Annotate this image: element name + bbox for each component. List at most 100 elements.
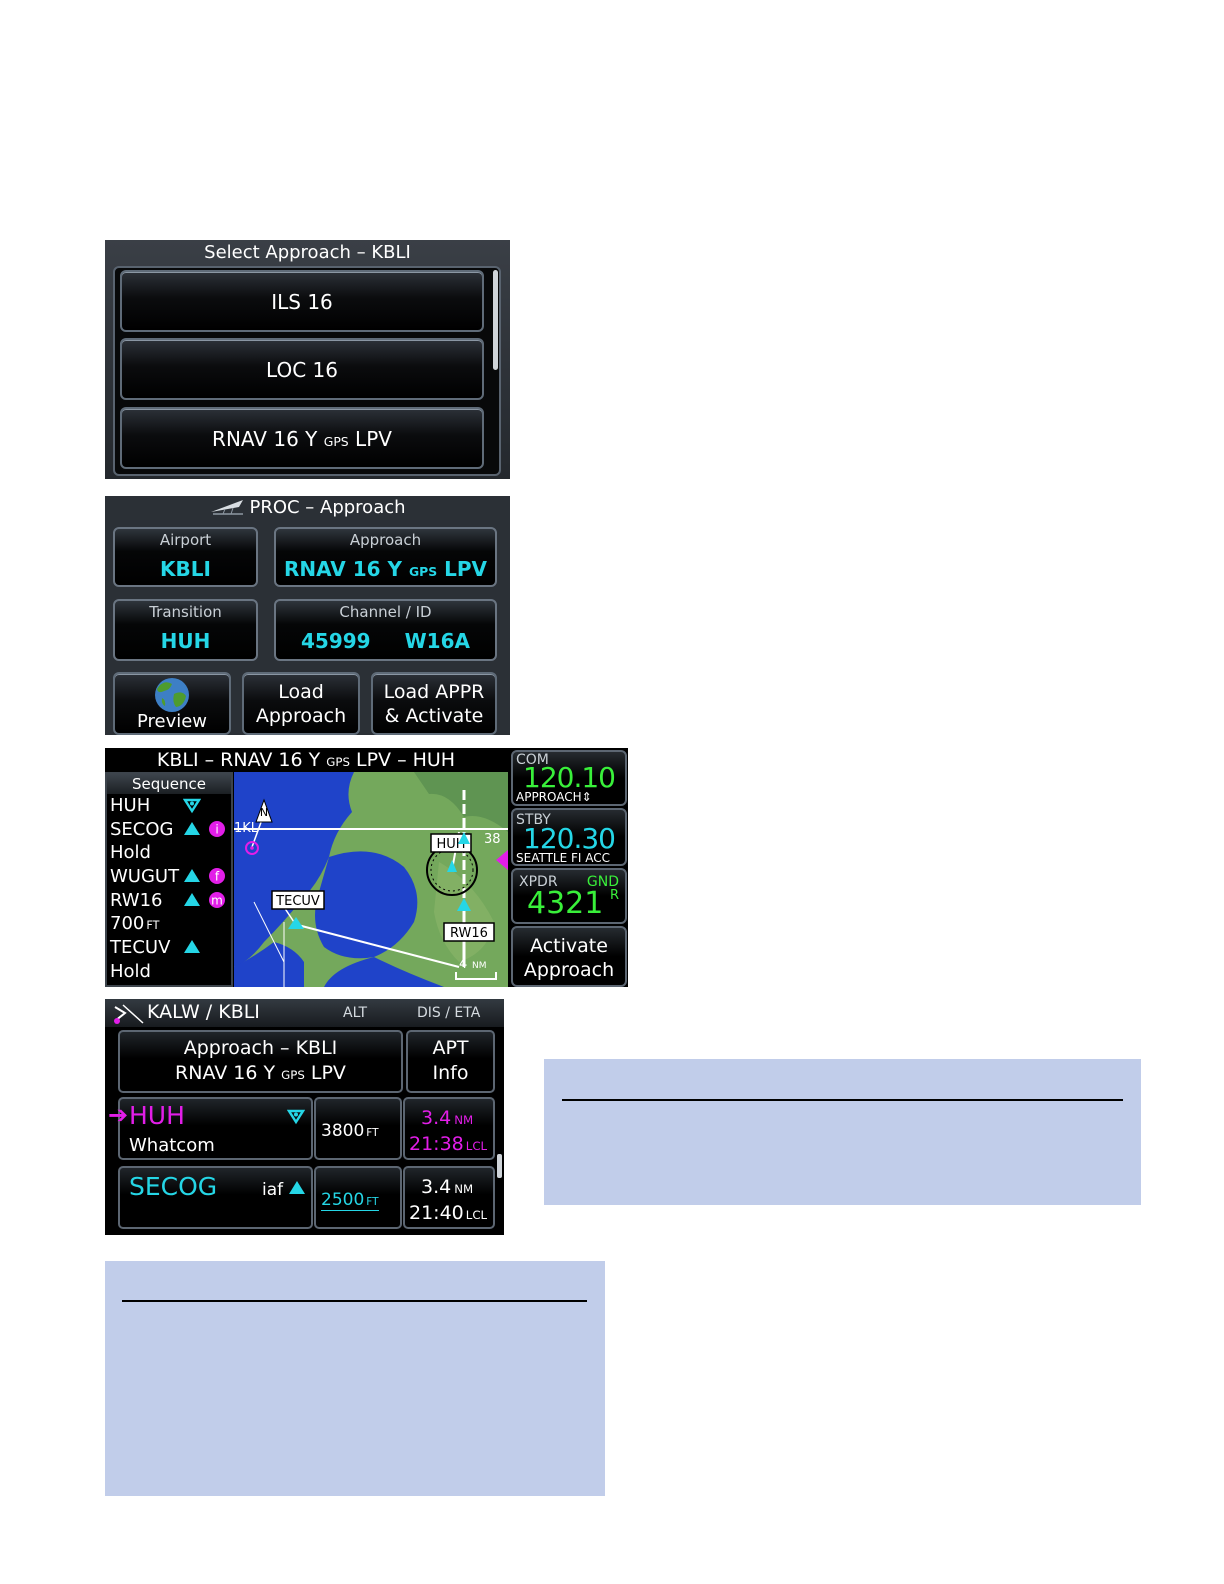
select-approach-title: Select Approach – KBLI: [204, 242, 411, 263]
map-rw16-label: RW16: [450, 926, 488, 941]
approach-label: Approach: [349, 531, 422, 549]
approach-value-main: RNAV 16 Y: [284, 557, 409, 581]
approach-summary-gps: GPS: [281, 1068, 305, 1082]
altitude-number: 2500: [321, 1190, 365, 1210]
eta-number: 21:40: [409, 1202, 464, 1224]
preview-button[interactable]: Preview: [113, 672, 231, 735]
load-activate-button[interactable]: Load APPR & Activate: [371, 672, 497, 735]
activate-line2: Approach: [523, 959, 615, 981]
activate-line1: Activate: [530, 935, 608, 957]
sequence-item-name: Hold: [110, 842, 151, 864]
flyover-waypoint-icon: [287, 1109, 305, 1125]
approach-summary-button[interactable]: Approach – KBLI RNAV 16 Y GPS LPV: [118, 1030, 403, 1093]
transition-label: Transition: [149, 603, 222, 621]
waypoint-row-huh[interactable]: ➔ HUH Whatcom: [108, 1097, 313, 1160]
approach-summary-line1: Approach – KBLI: [183, 1037, 338, 1059]
channel-number: 45999: [301, 629, 371, 653]
flight-plan-icon: [114, 1004, 144, 1024]
preview-header: KBLI – RNAV 16 Y GPS LPV – HUH: [105, 748, 507, 772]
eta-unit: LCL: [465, 1139, 488, 1153]
channel-label: Channel / ID: [339, 603, 432, 621]
distance-number: 3.4: [421, 1176, 452, 1198]
airport-field[interactable]: Airport KBLI: [113, 527, 258, 587]
sequence-tag-text: f: [215, 870, 220, 884]
scrollbar[interactable]: [493, 270, 498, 370]
map-scale-unit: NM: [472, 961, 487, 971]
map-tecuv-label: TECUV: [275, 894, 320, 909]
eta-unit: LCL: [465, 1208, 488, 1222]
com-label: COM: [516, 752, 549, 768]
load-activate-line2: & Activate: [384, 705, 484, 727]
approach-item-label: RNAV 16 Y: [212, 427, 324, 451]
transition-field[interactable]: Transition HUH: [113, 599, 258, 661]
approach-item-ils16[interactable]: ILS 16: [120, 270, 484, 332]
altitude-unit: FT: [366, 1196, 379, 1208]
load-approach-line1: Load: [278, 681, 324, 703]
approach-value-gps: GPS: [408, 564, 438, 579]
sequence-item[interactable]: RW16 m: [107, 889, 231, 913]
approach-value: RNAV 16 Y GPS LPV: [276, 557, 495, 581]
sequence-item[interactable]: Hold: [107, 841, 231, 865]
sequence-item[interactable]: SECOG i: [107, 818, 231, 842]
iaf-tag-icon: i: [209, 820, 225, 837]
com-active-button[interactable]: COM 120.10 APPROACH⇕: [511, 750, 627, 806]
flight-plan-route: KALW / KBLI: [147, 1001, 260, 1023]
load-approach-button[interactable]: Load Approach: [242, 672, 360, 735]
xpdr-mode: GND: [586, 874, 619, 890]
sequence-title: Sequence: [107, 774, 231, 794]
map-38-label: 38: [484, 832, 501, 847]
map-scale-value: 4: [459, 957, 467, 972]
approach-item-loc16[interactable]: LOC 16: [120, 338, 484, 400]
sequence-item-name: SECOG: [110, 818, 174, 840]
com-station-name: APPROACH⇕: [516, 790, 592, 804]
com-standby-button[interactable]: STBY 120.30 SEATTLE FI ACC: [511, 808, 627, 866]
approach-summary-suffix: LPV: [304, 1062, 346, 1084]
map-kl-label: 1KL: [234, 821, 259, 836]
proc-title: PROC – Approach: [105, 496, 510, 520]
active-leg-arrow-icon: ➔: [108, 1101, 129, 1129]
flight-plan-window: KALW / KBLI ALT DIS / ETA Approach – KBL…: [105, 999, 504, 1235]
stby-label: STBY: [516, 812, 551, 828]
xpdr-code: 4321: [527, 886, 604, 921]
transition-value: HUH: [160, 629, 211, 653]
eta-number: 21:38: [409, 1133, 464, 1155]
apt-info-line1: APT: [432, 1037, 469, 1059]
select-approach-window: Select Approach – KBLI ILS 16 LOC 16 RNA…: [105, 240, 510, 479]
approach-summary-main: RNAV 16 Y: [175, 1062, 282, 1084]
sequence-item[interactable]: TECUV: [107, 936, 231, 960]
approach-field[interactable]: Approach RNAV 16 Y GPS LPV: [274, 527, 497, 587]
activate-approach-button[interactable]: Activate Approach: [511, 926, 627, 987]
approach-item-label: ILS 16: [271, 290, 333, 314]
globe-icon: [155, 678, 189, 712]
map-north-label: N: [260, 806, 268, 819]
radio-sidebar: COM 120.10 APPROACH⇕ STBY 120.30 SEATTLE…: [509, 748, 628, 987]
waypoint-tag: iaf: [262, 1180, 284, 1200]
scrollbar[interactable]: [497, 1154, 502, 1178]
approach-item-rnav16y[interactable]: RNAV 16 Y GPS LPV: [120, 407, 484, 469]
waypoint-row-secog[interactable]: SECOG iaf: [118, 1166, 313, 1229]
preview-header-gps: GPS: [326, 755, 350, 769]
sequence-item[interactable]: WUGUT f: [107, 865, 231, 889]
map-tag-icon: m: [209, 891, 225, 908]
load-activate-line1: Load APPR: [383, 681, 485, 703]
sequence-item[interactable]: Hold: [107, 960, 231, 984]
alt-column-header: ALT: [343, 1005, 368, 1021]
stby-frequency: 120.30: [523, 822, 616, 855]
apt-info-button[interactable]: APT Info: [406, 1030, 495, 1093]
sequence-item-name: WUGUT: [110, 866, 180, 888]
xpdr-button[interactable]: XPDR GND 4321 R: [511, 868, 627, 924]
preview-label: Preview: [136, 711, 208, 732]
sequence-item-name: HUH: [110, 795, 151, 816]
sequence-item[interactable]: HUH: [107, 794, 231, 818]
altitude-unit: FT: [366, 1127, 379, 1139]
note-box-right: [544, 1059, 1141, 1205]
approach-map[interactable]: N 1KL HUH 38 TECUV RW16 4 NM: [234, 772, 508, 987]
com-frequency: 120.10: [523, 761, 616, 794]
triangle-icon: [184, 869, 200, 883]
